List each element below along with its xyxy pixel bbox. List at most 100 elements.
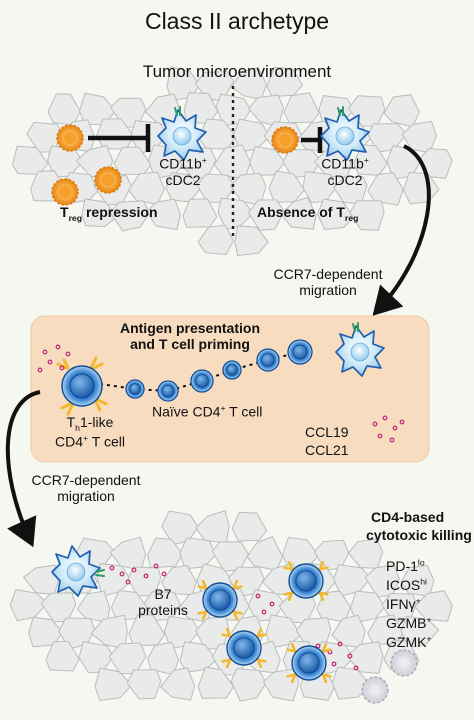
chemokine-dot <box>392 425 398 431</box>
treg-cell <box>51 178 79 206</box>
tumor-tissue-top <box>11 66 453 257</box>
tumor-cell <box>40 592 77 623</box>
th1-like-label: Th1-like CD4+ T cell <box>55 414 125 450</box>
chemokine-dot <box>353 665 359 671</box>
tumor-cell <box>349 200 385 231</box>
naive-cd4-label: Naïve CD4+ T cell <box>152 403 263 420</box>
dendritic-cell-icon <box>157 106 207 161</box>
tumor-cell <box>78 640 114 674</box>
tumor-cell <box>90 614 128 650</box>
right-dc-label: CD11b+ cDC2 <box>321 155 369 188</box>
naive-t-cells <box>125 339 313 402</box>
dying-tumor-cell <box>361 676 389 704</box>
tumor-cell <box>195 510 230 544</box>
tumor-cell <box>182 198 218 228</box>
chemokine-dot <box>377 433 383 439</box>
tumor-cell <box>47 93 81 126</box>
tumor-cell <box>127 171 165 205</box>
tumor-cell <box>11 145 49 175</box>
chemokine-dot <box>331 661 337 667</box>
naive-t-cell-icon <box>287 339 313 365</box>
cytotoxic-killing-heading: CD4-based cytotoxic killing <box>366 509 472 544</box>
tumor-cell <box>76 590 111 624</box>
chemokine-dot <box>119 571 125 577</box>
chemokine-dot <box>47 359 53 365</box>
effector-t-cell-icon <box>197 579 243 621</box>
chemokine-dot <box>131 567 137 573</box>
effector-t-cell-icon <box>221 627 267 669</box>
chemokine-dot <box>125 579 131 585</box>
migration-arrow-top <box>372 144 431 316</box>
th1-like-t-cell-icon <box>56 356 108 416</box>
chemokine-dot <box>143 573 149 579</box>
tumor-cell <box>45 640 80 672</box>
chemokine-dot <box>59 365 65 371</box>
chemokine-dot <box>55 344 61 350</box>
tumor-cell <box>234 225 269 257</box>
naive-t-cell-icon <box>157 380 179 402</box>
marker-item: IFNγ+ <box>386 595 421 613</box>
chemokine-dot <box>399 419 405 425</box>
naive-t-cell-icon <box>256 348 280 372</box>
chemokine-dot <box>161 571 167 577</box>
treg-cell <box>94 166 122 194</box>
ccl21-label: CCL21 <box>305 442 349 458</box>
tumor-cell <box>262 668 300 702</box>
left-dc-label: CD11b+ cDC2 <box>159 155 207 188</box>
migration-arrow-bottom <box>5 390 41 548</box>
tumor-cell <box>230 66 268 100</box>
dendritic-cell-icon <box>51 545 105 597</box>
marker-item: GZMK+ <box>386 633 432 651</box>
tumor-cell <box>400 564 435 597</box>
tumor-cell <box>146 198 181 231</box>
chemokine-dot <box>337 641 343 647</box>
effector-t-cell-icon <box>283 560 329 602</box>
tumor-cell <box>211 541 249 572</box>
effector-t-cells <box>197 560 332 684</box>
chemokine-dot <box>42 349 48 355</box>
absence-of-treg-label: Absence of Treg <box>257 204 359 223</box>
tumor-cell <box>231 511 268 542</box>
dying-tumor-cell <box>390 649 418 677</box>
chemokine-dot <box>255 593 261 599</box>
chemokine-dot <box>372 421 378 427</box>
chemokine-dot <box>109 565 115 571</box>
chemokine-dot <box>389 437 395 443</box>
inhibition-arrow <box>88 124 151 152</box>
tumor-cell <box>283 92 320 124</box>
tumor-cell <box>126 669 162 700</box>
marker-item: GZMB+ <box>386 614 432 632</box>
tumor-cell <box>159 667 196 701</box>
tumor-cell <box>333 175 368 205</box>
tumor-cell <box>197 224 235 256</box>
tumor-cell <box>179 537 217 570</box>
chemokine-dot <box>153 563 159 569</box>
tumor-cell <box>9 589 48 622</box>
naive-t-cell-icon <box>125 379 145 399</box>
tumor-cell <box>280 197 317 230</box>
naive-t-cell-icon <box>190 369 214 393</box>
chemokine-dot <box>347 653 353 659</box>
marker-item: PD-1lo <box>386 557 425 574</box>
inhibition-arrow <box>301 127 323 153</box>
treg-cell <box>56 124 84 152</box>
tumor-cell <box>230 668 267 702</box>
tumor-cell <box>108 642 147 675</box>
marker-item: ICOShi <box>386 576 427 594</box>
lymph-node-box <box>30 315 430 463</box>
ccl19-label: CCL19 <box>305 424 349 440</box>
tumor-microenvironment-heading: Tumor microenvironment <box>142 62 332 81</box>
tumor-cell <box>383 94 420 128</box>
effector-t-cell-icon <box>286 642 332 684</box>
chemokine-dot <box>382 415 388 421</box>
page-title: Class II archetype <box>144 8 330 34</box>
dendritic-cell-icon <box>335 322 385 377</box>
dendritic-cell-icon <box>320 106 370 161</box>
tumor-cell <box>248 94 284 128</box>
chemokine-dot <box>37 367 43 373</box>
